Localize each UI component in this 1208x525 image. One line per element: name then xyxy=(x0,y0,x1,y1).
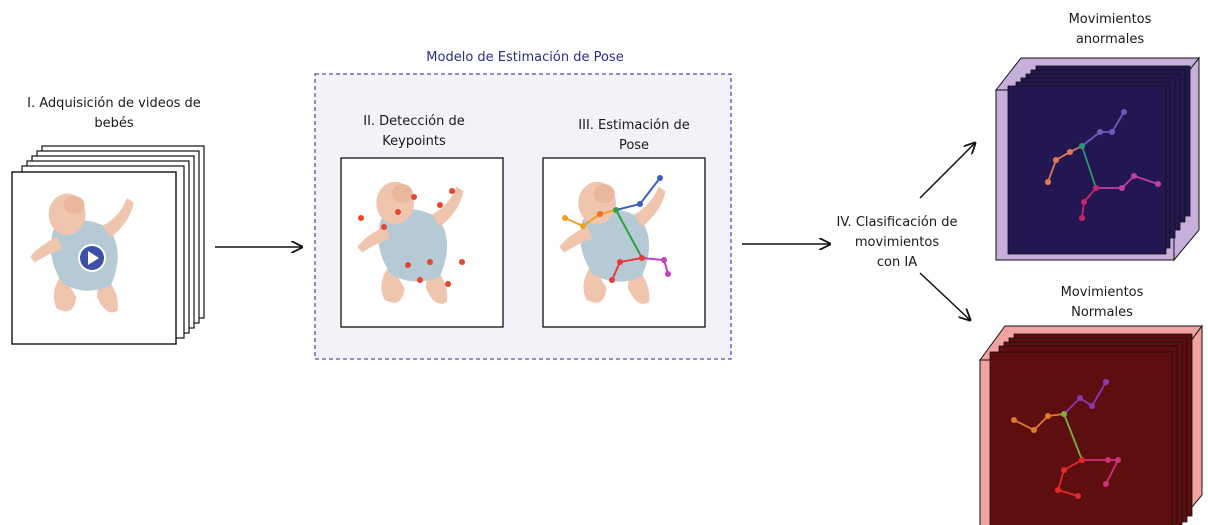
stage2-line2: Keypoints xyxy=(382,134,446,149)
pose-model-title: Modelo de Estimación de Pose xyxy=(426,50,624,65)
stage4-label: IV. Clasificación de movimientos con IA xyxy=(822,213,972,273)
normal-line2: Normales xyxy=(1071,305,1133,320)
normal-cube xyxy=(979,324,1203,525)
stage1-label: I. Adquisición de videos de bebés xyxy=(14,94,214,134)
abnormal-line2: anormales xyxy=(1075,32,1145,47)
stage4-line1: IV. Clasificación de xyxy=(836,215,958,230)
stage2-label: II. Detección de Keypoints xyxy=(344,112,484,152)
keypoint-frame xyxy=(340,157,504,328)
play-icon[interactable] xyxy=(78,244,106,272)
stage4-line2: movimientos xyxy=(854,235,940,250)
stage4-line3: con IA xyxy=(876,255,918,270)
stage2-line1: II. Detección de xyxy=(363,114,465,129)
stage3-label: III. Estimación de Pose xyxy=(554,116,714,156)
abnormal-label: Movimientos anormales xyxy=(1050,10,1170,50)
stage1-line1: I. Adquisición de videos de xyxy=(27,96,201,111)
abnormal-cube xyxy=(994,56,1201,262)
arrow-to-abnormal xyxy=(919,143,975,199)
stage3-line2: Pose xyxy=(618,138,650,153)
abnormal-line1: Movimientos xyxy=(1068,12,1152,27)
stage3-line1: III. Estimación de xyxy=(578,118,690,133)
arrow-to-normal xyxy=(919,272,970,320)
pose-frame xyxy=(542,157,706,328)
video-stack xyxy=(11,145,205,345)
normal-line1: Movimientos xyxy=(1060,285,1144,300)
normal-label: Movimientos Normales xyxy=(1042,283,1162,323)
stage1-line2: bebés xyxy=(94,116,134,131)
